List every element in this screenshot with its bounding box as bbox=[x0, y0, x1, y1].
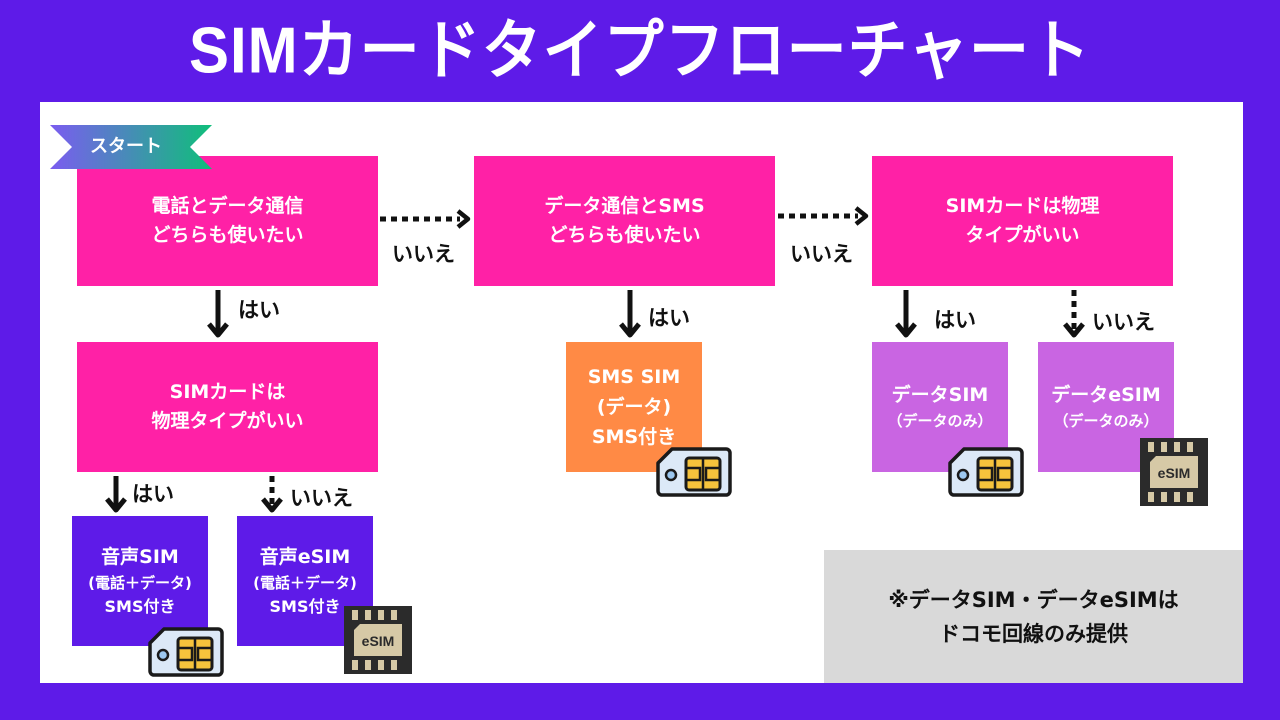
solid-arrow-down bbox=[105, 476, 127, 513]
question-text-line2: 物理タイプがいい bbox=[151, 410, 304, 432]
page-title: SIMカードタイプフローチャート bbox=[188, 14, 1092, 87]
result-note: SMS付き bbox=[591, 426, 677, 448]
esim-chip-icon bbox=[1140, 438, 1208, 506]
question-text-line2: どちらも使いたい bbox=[151, 224, 304, 246]
result-voice-sim: 音声SIM (電話＋データ) SMS付き bbox=[72, 516, 208, 646]
solid-arrow-down bbox=[619, 290, 641, 338]
result-subtitle: (電話＋データ) bbox=[88, 574, 192, 592]
sim-card-icon bbox=[656, 446, 732, 498]
result-subtitle: （データのみ） bbox=[1053, 412, 1159, 430]
result-note: SMS付き bbox=[104, 597, 176, 616]
result-title: SMS SIM bbox=[587, 366, 681, 388]
dotted-arrow-down bbox=[261, 476, 283, 513]
sim-card-icon bbox=[148, 626, 224, 678]
answer-yes-label: はい bbox=[238, 298, 280, 322]
question-box-physical-type-voice: SIMカードは 物理タイプがいい bbox=[77, 342, 378, 472]
result-title: データSIM bbox=[891, 384, 989, 406]
note-box: ※データSIM・データeSIMは ドコモ回線のみ提供 bbox=[824, 550, 1243, 683]
question-text-line2: どちらも使いたい bbox=[548, 224, 701, 246]
sim-card-icon bbox=[948, 446, 1024, 498]
answer-yes-label: はい bbox=[132, 482, 174, 506]
result-voice-esim: 音声eSIM (電話＋データ) SMS付き bbox=[237, 516, 373, 646]
result-title: 音声eSIM bbox=[259, 546, 351, 568]
note-line1: ※データSIM・データeSIMは bbox=[888, 587, 1179, 612]
dotted-arrow-right-2 bbox=[778, 206, 869, 226]
question-box-call-and-data: 電話とデータ通信 どちらも使いたい bbox=[77, 156, 378, 286]
result-title: 音声SIM bbox=[101, 546, 179, 568]
solid-arrow-down bbox=[895, 290, 917, 338]
question-text-line1: データ通信とSMS bbox=[544, 195, 705, 217]
solid-arrow-down bbox=[207, 290, 229, 338]
result-subtitle: (電話＋データ) bbox=[253, 574, 357, 592]
question-box-physical-type-data: SIMカードは物理 タイプがいい bbox=[872, 156, 1173, 286]
dotted-arrow-down bbox=[1063, 290, 1085, 338]
question-text-line1: 電話とデータ通信 bbox=[151, 195, 304, 217]
answer-no-label: いいえ bbox=[290, 486, 353, 510]
question-text-line2: タイプがいい bbox=[965, 224, 1080, 246]
answer-no-label: いいえ bbox=[1092, 310, 1155, 334]
dotted-arrow-right-1 bbox=[380, 209, 471, 229]
note-line2: ドコモ回線のみ提供 bbox=[939, 621, 1128, 646]
answer-yes-label: はい bbox=[648, 306, 690, 330]
question-text-line1: SIMカードは物理 bbox=[945, 195, 1100, 217]
result-subtitle: （データのみ） bbox=[887, 412, 993, 430]
question-text-line1: SIMカードは bbox=[169, 381, 286, 403]
result-subtitle: (データ) bbox=[596, 396, 672, 418]
start-ribbon bbox=[50, 125, 212, 169]
esim-chip-icon bbox=[344, 606, 412, 674]
start-label: スタート bbox=[90, 136, 162, 157]
result-note: SMS付き bbox=[269, 597, 341, 616]
answer-yes-label: はい bbox=[934, 308, 976, 332]
answer-no-label: いいえ bbox=[790, 242, 853, 266]
question-box-data-and-sms: データ通信とSMS どちらも使いたい bbox=[474, 156, 775, 286]
result-title: データeSIM bbox=[1051, 384, 1161, 406]
answer-no-label: いいえ bbox=[392, 242, 455, 266]
